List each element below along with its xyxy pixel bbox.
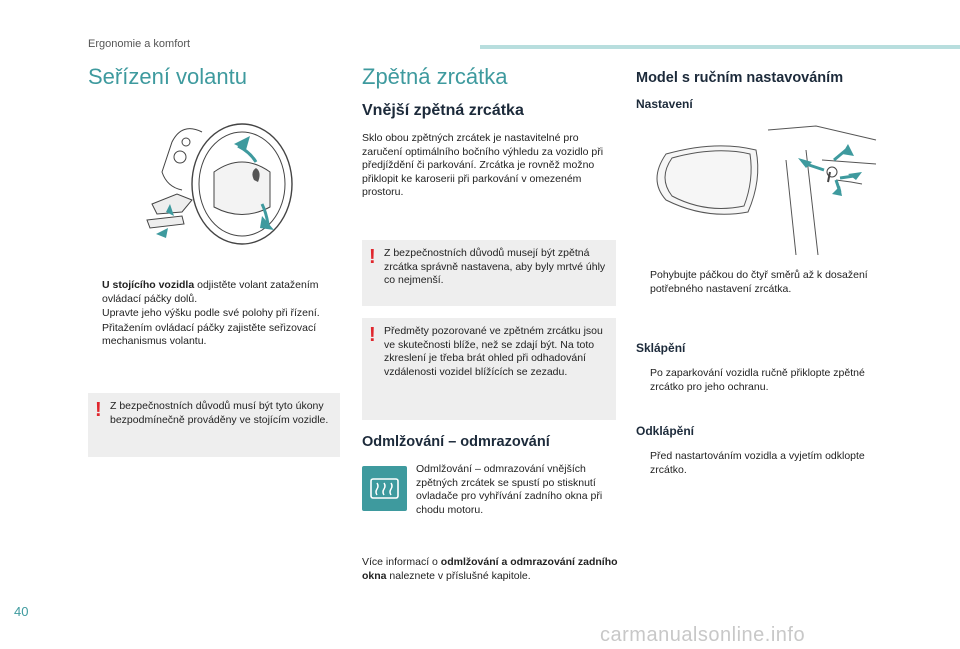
section-label: Ergonomie a komfort <box>88 38 191 50</box>
demist-title: Odmlžování – odmrazování <box>362 434 550 450</box>
steering-warning-text: Z bezpečnostních důvodů musí být tyto úk… <box>110 400 329 426</box>
watermark: carmanualsonline.info <box>600 624 806 646</box>
fold-instructions: Po zaparkování vozidla ručně přiklopte z… <box>636 367 886 395</box>
warning-icon: ! <box>369 246 376 268</box>
mirrors-warning-2: ! Předměty pozorované ve zpětném zrcátku… <box>362 318 616 420</box>
header-rule <box>480 45 960 49</box>
setting-step: Pohybujte páčkou do čtyř směrů až k dosa… <box>650 269 868 295</box>
fold-step: Po zaparkování vozidla ručně přiklopte z… <box>650 367 865 393</box>
warning-icon: ! <box>95 399 102 421</box>
mirrors-intro: Sklo obou zpětných zrcátek je nastavitel… <box>362 132 604 198</box>
unfold-instructions: Před nastartováním vozidla a vyjetím odk… <box>636 450 886 478</box>
steering-wheel-illustration <box>146 123 293 245</box>
warning-icon: ! <box>369 324 376 346</box>
mirrors-warning-2-text: Předměty pozorované ve zpětném zrcátku j… <box>384 325 603 378</box>
setting-title: Nastavení <box>636 97 693 111</box>
steering-warning: ! Z bezpečnostních důvodů musí být tyto … <box>88 393 340 457</box>
more-info: Více informací o odmlžování a odmrazován… <box>362 556 618 582</box>
mirror-adjust-illustration <box>656 125 877 255</box>
unfold-title: Odklápění <box>636 424 695 438</box>
manual-title: Model s ručním nastavováním <box>636 70 844 86</box>
steering-instructions: U stojícího vozidla odjistěte volant zat… <box>88 279 328 350</box>
page-number: 40 <box>14 604 29 619</box>
steering-step-2: Upravte jeho výšku podle své polohy při … <box>102 307 320 319</box>
unfold-step: Před nastartováním vozidla a vyjetím odk… <box>650 450 865 476</box>
steering-step-1: U stojícího vozidla odjistěte volant zat… <box>102 279 319 305</box>
mirrors-subtitle: Vnější zpětná zrcátka <box>362 102 524 119</box>
mirrors-title: Zpětná zrcátka <box>362 64 508 89</box>
rear-defrost-icon <box>362 466 407 511</box>
demist-text: Odmlžování – odmrazování vnějších zpětný… <box>416 463 603 516</box>
steering-step-3: Přitažením ovládací páčky zajistěte seři… <box>102 321 317 348</box>
fold-title: Sklápění <box>636 341 686 355</box>
setting-instructions: Pohybujte páčkou do čtyř směrů až k dosa… <box>636 269 886 297</box>
steering-title: Seřízení volantu <box>88 64 247 89</box>
mirrors-warning-1-text: Z bezpečnostních důvodů musejí být zpětn… <box>384 247 606 286</box>
mirrors-warning-1: ! Z bezpečnostních důvodů musejí být zpě… <box>362 240 616 306</box>
